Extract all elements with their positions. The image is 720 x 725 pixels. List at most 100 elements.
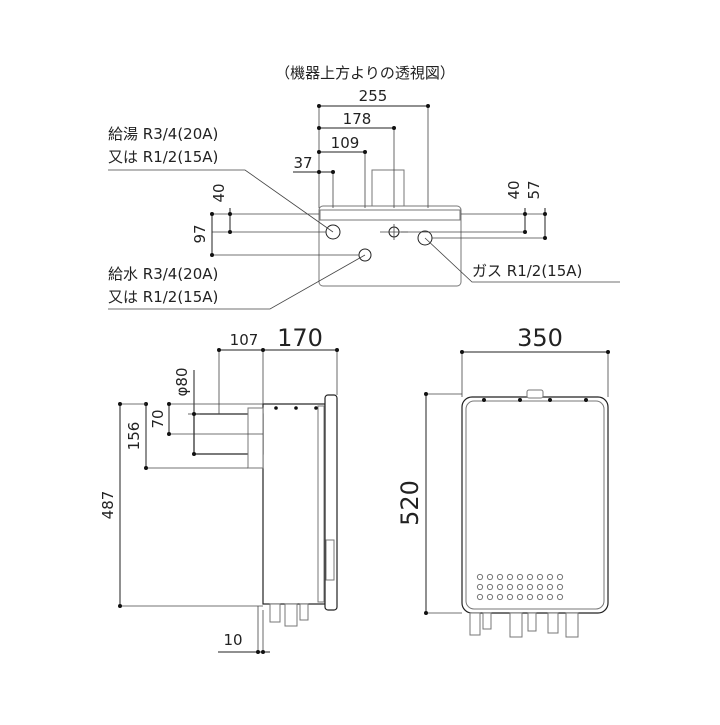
dim-40a: 40 (210, 183, 228, 202)
screw-dot (482, 398, 486, 402)
dim-dot (317, 126, 321, 130)
top-view: （機器上方よりの透視図） 255 178 109 37 (108, 64, 620, 310)
vent-hole (546, 583, 554, 591)
vent-hole (496, 573, 504, 581)
dim-255: 255 (359, 87, 388, 105)
dim-107: 107 (230, 331, 259, 349)
side-view: 107 170 φ80 70 156 487 10 (99, 324, 339, 654)
dim-dot (335, 348, 339, 352)
vent-hole (476, 573, 484, 581)
vent-hole (506, 583, 514, 591)
vent-hole (496, 583, 504, 591)
dim-dot (256, 650, 260, 654)
front-panel-inner (465, 400, 605, 610)
dim-109: 109 (331, 134, 360, 152)
dim-dot (424, 392, 428, 396)
hot-water-leader (108, 169, 334, 233)
dim-dot (217, 348, 221, 352)
front-fitting (565, 612, 579, 638)
dim-dot (424, 611, 428, 615)
dim-dot (317, 104, 321, 108)
screw-dot (548, 398, 552, 402)
vent-hole (536, 593, 544, 601)
dim-dot (210, 212, 214, 216)
hot-water-label-line1: 給湯 R3/4(20A) (108, 125, 218, 143)
side-panel-detail (325, 539, 335, 581)
dim-dot (118, 604, 122, 608)
top-view-caption: （機器上方よりの透視図） (275, 64, 455, 82)
vent-hole (556, 583, 564, 591)
dim-40b: 40 (505, 180, 523, 199)
front-fitting (482, 612, 492, 630)
front-fitting (527, 612, 537, 632)
screw-dot (584, 398, 588, 402)
vent-hole (516, 583, 524, 591)
hot-water-label-line2: 又は R1/2(15A) (108, 148, 218, 166)
top-flue-outline (371, 169, 405, 207)
dim-dot (317, 150, 321, 154)
dim-170: 170 (277, 324, 323, 352)
dim-156: 156 (125, 422, 143, 451)
dim-dot (228, 230, 232, 234)
cold-water-label-line1: 給水 R3/4(20A) (108, 265, 218, 283)
side-fitting (269, 603, 281, 623)
vent-hole (486, 593, 494, 601)
gas-leader (424, 237, 620, 283)
dim-dot (523, 230, 527, 234)
front-fitting (469, 612, 481, 636)
screw-dot (294, 406, 298, 410)
dim-dot (228, 212, 232, 216)
dim-350: 350 (517, 324, 563, 352)
vent-hole (546, 593, 554, 601)
vent-hole (536, 573, 544, 581)
dim-dot (460, 350, 464, 354)
dim-10: 10 (223, 631, 242, 649)
side-unit-body (262, 403, 326, 605)
dim-70: 70 (149, 409, 167, 428)
dim-dot (363, 150, 367, 154)
dim-dot (523, 212, 527, 216)
vent-hole (476, 593, 484, 601)
dim-dot (261, 650, 265, 654)
dim-57: 57 (525, 180, 543, 199)
vent-hole (556, 593, 564, 601)
dim-dot (192, 452, 196, 456)
dim-dot (261, 348, 265, 352)
vent-hole (516, 573, 524, 581)
side-flue-collar (247, 407, 264, 469)
vent-hole (526, 573, 534, 581)
dim-97: 97 (191, 224, 209, 243)
vent-hole (526, 583, 534, 591)
side-fitting (284, 603, 298, 627)
dim-dot (543, 236, 547, 240)
dim-dot (606, 350, 610, 354)
dim-178: 178 (343, 110, 372, 128)
dim-dot (331, 170, 335, 174)
dim-dot (392, 126, 396, 130)
front-fitting (509, 612, 523, 638)
dim-520: 520 (396, 480, 424, 526)
dim-37: 37 (293, 154, 312, 172)
dim-dot (144, 466, 148, 470)
front-view: 350 520 (396, 324, 610, 638)
side-fitting (299, 603, 309, 621)
dim-487: 487 (99, 491, 117, 520)
vent-hole (486, 583, 494, 591)
vent-hole (556, 573, 564, 581)
vent-hole (546, 573, 554, 581)
dim-dot (167, 432, 171, 436)
vent-hole (506, 573, 514, 581)
dim-dot (543, 212, 547, 216)
dim-dot (167, 402, 171, 406)
vent-hole (486, 573, 494, 581)
vent-hole (516, 593, 524, 601)
side-inner-edge (317, 405, 325, 603)
screw-dot (518, 398, 522, 402)
vent-hole (506, 593, 514, 601)
dim-dot (118, 402, 122, 406)
front-vent-grid (476, 573, 564, 601)
front-fitting (547, 612, 559, 634)
dim-dot (210, 253, 214, 257)
dim-dot (192, 412, 196, 416)
